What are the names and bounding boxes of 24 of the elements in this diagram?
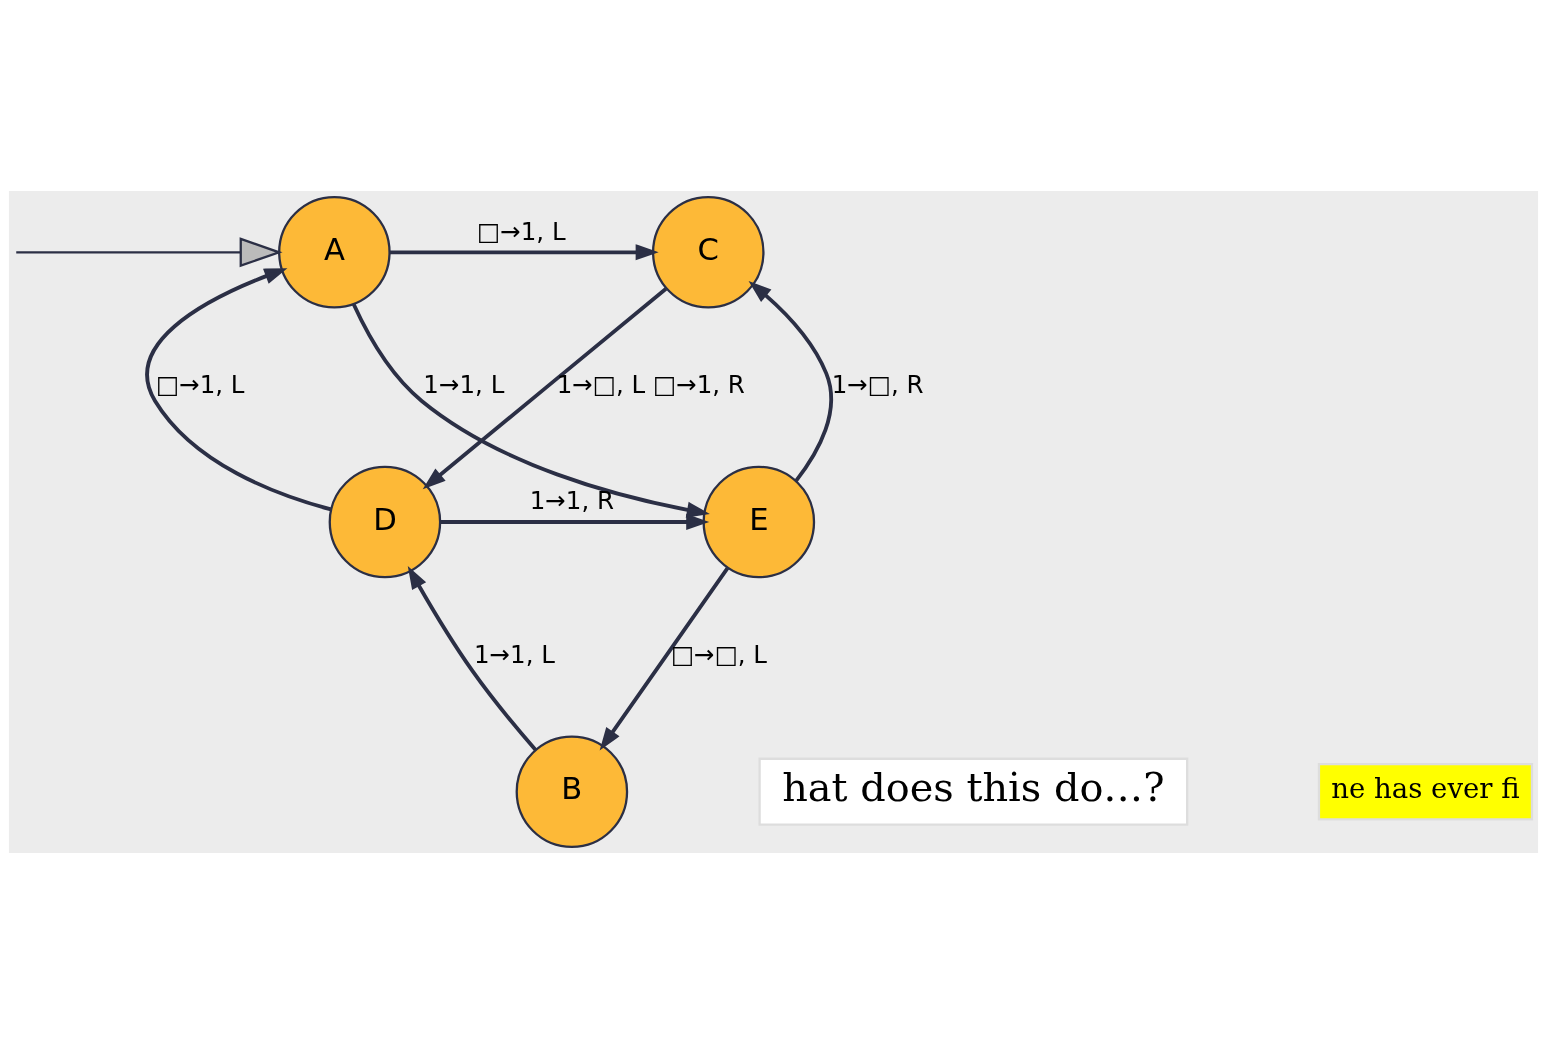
edge-label: 1→1, L [473, 639, 555, 669]
node-circle: C [651, 195, 765, 309]
edge-label: □→1, L [156, 369, 245, 399]
node-circle: A [278, 195, 391, 309]
arrow [16, 236, 283, 267]
node-circle: E [702, 465, 816, 578]
edge-label: 1→□, L □→1, R [556, 369, 745, 399]
edge-label: 1→1, L [423, 369, 505, 399]
node-circle: B [515, 734, 629, 848]
node-box: hat does this do…? [758, 757, 1189, 826]
edge-label: 1→□, R [831, 369, 924, 399]
arrow [440, 513, 710, 530]
arrow [351, 302, 710, 518]
node-circle: D [328, 465, 442, 578]
arrow [389, 243, 659, 260]
edge-label: □→□, L [670, 639, 768, 669]
arrow [145, 267, 332, 511]
arrow [407, 565, 538, 751]
node-box: ne has ever fi [1317, 762, 1534, 820]
edge-label: □→1, L [477, 216, 566, 246]
arrow [748, 280, 834, 482]
arrow [422, 286, 668, 489]
arrow [599, 566, 730, 751]
edge-label: 1→1, R [529, 485, 615, 515]
